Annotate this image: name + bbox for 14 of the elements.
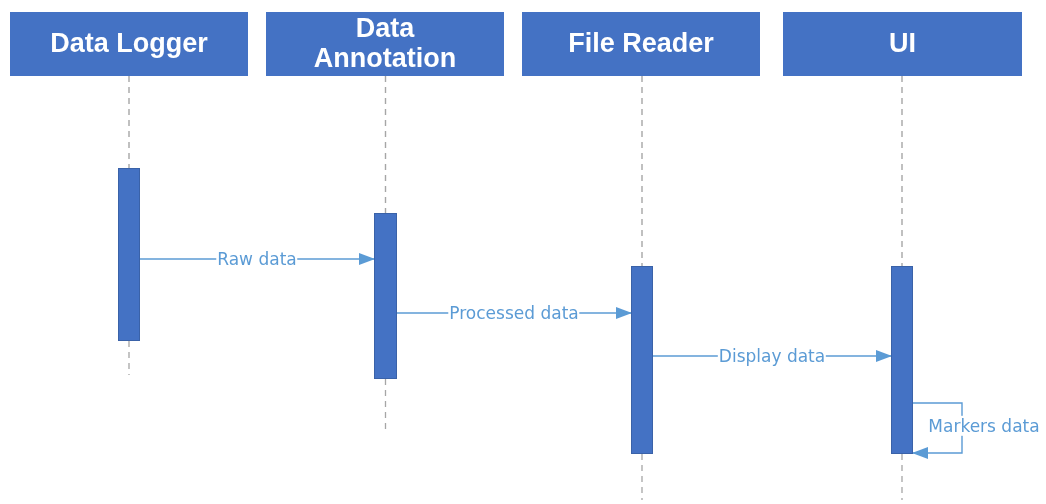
- activation-bar: [631, 266, 653, 454]
- activation-bar: [118, 168, 140, 341]
- lifeline-header: File Reader: [522, 12, 760, 76]
- lifeline: [384, 75, 387, 214]
- lifeline-header: Data Logger: [10, 12, 248, 76]
- activation-bar: [374, 213, 397, 379]
- lifeline: [641, 75, 643, 267]
- edge-label: Markers data: [927, 415, 1041, 437]
- lifeline-header: UI: [783, 12, 1022, 76]
- lifeline: [128, 75, 130, 169]
- activation-bar: [891, 266, 913, 454]
- lifeline-header: Data Annotation: [266, 12, 504, 76]
- edge-label: Display data: [717, 345, 827, 367]
- lifeline: [901, 75, 903, 267]
